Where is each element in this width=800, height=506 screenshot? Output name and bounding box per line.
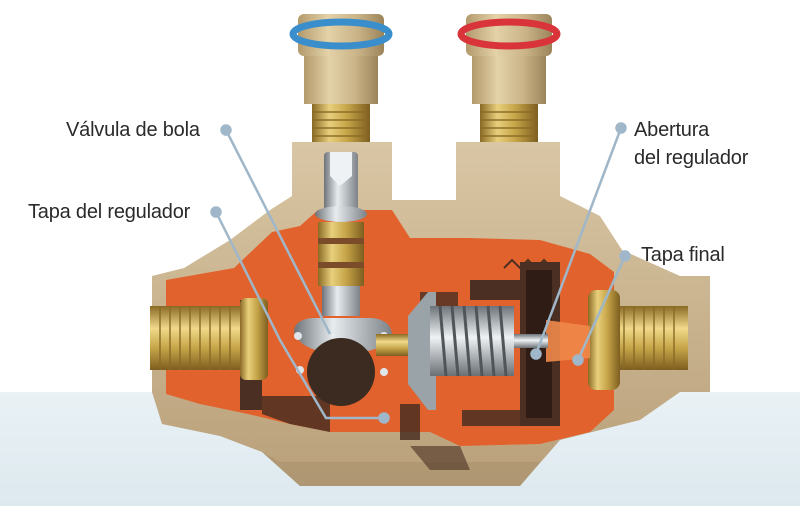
left-outlet-thread <box>150 298 268 380</box>
leader-end-cap <box>576 255 627 361</box>
ball-valve <box>294 318 418 406</box>
left-inlet-fitting <box>289 14 393 142</box>
right-inlet-fitting <box>457 14 561 142</box>
label-regulator-opening-line1: Abertura <box>634 119 710 141</box>
leader-dot-end-cap <box>619 250 631 262</box>
label-end-cap: Tapa final <box>641 244 725 266</box>
label-regulator-cap: Tapa del regulador <box>28 201 191 223</box>
regulator-opening-cone <box>546 320 590 362</box>
end-cap <box>588 290 620 390</box>
red-ring <box>457 18 561 50</box>
regulator-spring <box>408 292 548 410</box>
label-regulator-opening-line2: del regulador <box>634 147 749 169</box>
leader-dot-regulator-cap <box>210 206 222 218</box>
leader-regulator-cap <box>214 211 384 420</box>
right-outlet-thread <box>546 290 688 390</box>
leader-lines <box>210 122 631 424</box>
leader-dot-ball-valve <box>220 124 232 136</box>
blue-ring <box>289 18 393 50</box>
leader-dot-end-cap-end <box>572 354 584 366</box>
leader-dot-regulator-cap-end <box>378 412 390 424</box>
leader-dot-regulator-opening <box>615 122 627 134</box>
ball-valve-stem <box>315 152 367 316</box>
leader-regulator-opening <box>534 127 623 355</box>
label-ball-valve: Válvula de bola <box>66 119 200 141</box>
leader-ball-valve <box>224 129 332 335</box>
leader-dot-regulator-opening-end <box>530 348 542 360</box>
